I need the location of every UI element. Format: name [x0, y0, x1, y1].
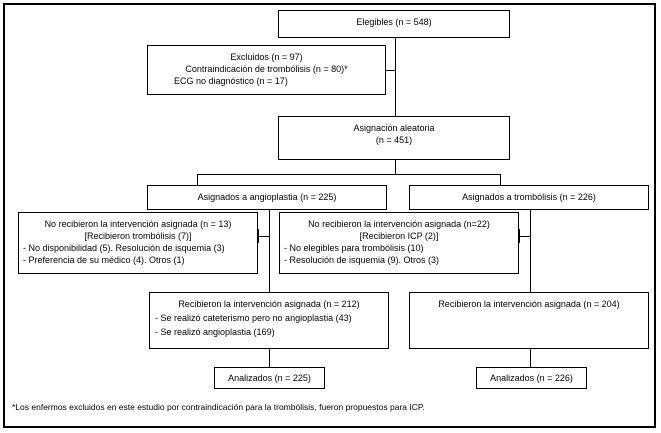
node-received-left-line-2: - Se realizó cateterismo pero no angiopl… — [155, 313, 352, 323]
connector-stub-left-exclusion-vertical — [258, 229, 259, 243]
node-allocated-angioplasty-line-1: Asignados a angioplastia (n = 225) — [197, 192, 337, 202]
connector-stub-left-exclusion — [258, 236, 270, 237]
node-excluded-line-1: Excluidos (n = 97) — [230, 52, 303, 62]
figure-footnote: *Los enfermos excluidos en este estudio … — [12, 402, 425, 412]
node-not-received-right-line-1: No recibieron la intervención asignada (… — [308, 219, 490, 229]
node-not-received-right[interactable]: No recibieron la intervención asignada (… — [279, 212, 519, 274]
node-randomization-line-2: (n = 451) — [375, 135, 413, 145]
node-not-received-left[interactable]: No recibieron la intervención asignada (… — [18, 212, 258, 274]
node-received-left-line-3: - Se realizó angioplastia (169) — [155, 327, 275, 337]
node-analyzed-right-line-1: Analizados (n = 226) — [490, 373, 573, 383]
connector-left-to-analyzed — [269, 349, 270, 367]
node-eligibles-line-1: Elegibles (n = 548) — [356, 17, 432, 27]
node-not-received-right-line-2: [Recibieron ICP (2)] — [359, 231, 439, 241]
node-allocated-thrombolysis[interactable]: Asignados a trombólisis (n = 226) — [409, 185, 649, 210]
node-not-received-left-line-3: - No disponibilidad (5). Resolución de i… — [23, 243, 225, 253]
node-not-received-left-line-1: No recibieron la intervención asignada (… — [44, 219, 232, 229]
connector-stub-to-excluded — [385, 70, 396, 71]
node-not-received-left-line-2: [Recibieron trombólisis (7)] — [84, 231, 192, 241]
connector-left-arm-trunk — [269, 200, 270, 292]
node-eligibles[interactable]: Elegibles (n = 548) — [278, 10, 510, 38]
node-randomization[interactable]: Asignación aleatoria (n = 451) — [278, 116, 510, 160]
node-received-left[interactable]: Recibieron la intervención asignada (n =… — [149, 292, 389, 349]
node-randomization-line-1: Asignación aleatoria — [353, 123, 435, 133]
connector-split-bar — [197, 174, 500, 175]
node-received-left-line-1: Recibieron la intervención asignada (n =… — [178, 299, 360, 309]
connector-right-to-analyzed — [530, 349, 531, 367]
node-not-received-right-line-3: - No elegibles para trombólisis (10) — [284, 243, 424, 253]
connector-eligibles-to-randomization — [395, 38, 396, 116]
node-excluded[interactable]: Excluidos (n = 97) Contraindicación de t… — [147, 45, 386, 95]
connector-right-arm-trunk — [530, 200, 531, 292]
connector-split-left-down — [197, 174, 198, 185]
figure-border — [3, 3, 656, 428]
connector-stub-right-exclusion — [519, 236, 531, 237]
node-not-received-left-line-4: - Preferencia de su médico (4). Otros (1… — [23, 255, 185, 265]
connector-stub-right-exclusion-vertical — [519, 229, 520, 243]
node-excluded-line-2: Contraindicación de trombólisis (n = 80)… — [185, 64, 348, 74]
node-analyzed-left[interactable]: Analizados (n = 225) — [214, 367, 325, 389]
node-allocated-thrombolysis-line-1: Asignados a trombólisis (n = 226) — [462, 192, 596, 202]
connector-randomization-down — [395, 160, 396, 174]
node-received-right[interactable]: Recibieron la intervención asignada (n =… — [409, 292, 649, 349]
node-excluded-line-3: ECG no diagnóstico (n = 17) — [174, 76, 288, 86]
node-not-received-right-line-4: - Resolución de isquemia (9). Otros (3) — [284, 255, 440, 265]
node-analyzed-right[interactable]: Analizados (n = 226) — [476, 367, 587, 389]
node-allocated-angioplasty[interactable]: Asignados a angioplastia (n = 225) — [147, 185, 387, 210]
connector-split-right-down — [500, 174, 501, 185]
node-received-right-line-1: Recibieron la intervención asignada (n =… — [438, 299, 620, 309]
node-analyzed-left-line-1: Analizados (n = 225) — [228, 373, 311, 383]
